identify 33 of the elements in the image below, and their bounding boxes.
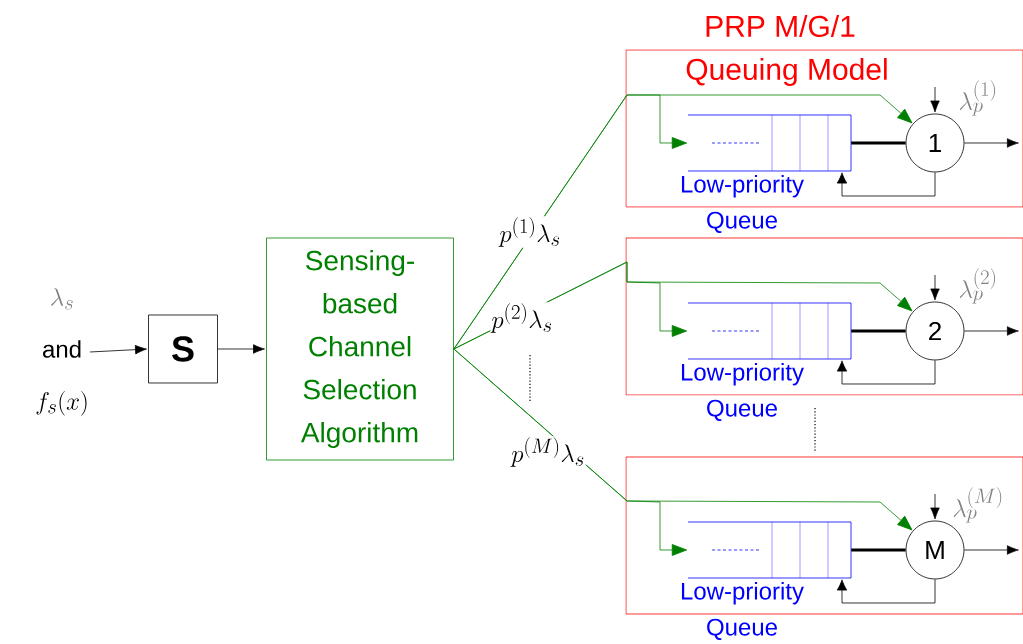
connector-line — [851, 141, 906, 145]
arrow — [930, 86, 940, 113]
queue-drawing — [687, 521, 852, 579]
queue-label: Low-priority Queue — [681, 582, 804, 640]
process-box: Sensing-based Channel Selection Algorithm — [266, 237, 454, 461]
arrow — [453, 94, 913, 350]
input-label: $\lambda_s$ and $f_s(x)$ — [36, 288, 87, 416]
feedback-arrow — [836, 579, 936, 604]
queue-label: Low-priority Queue — [681, 175, 804, 233]
queue-drawing — [687, 302, 852, 360]
arrow — [964, 138, 1019, 148]
connector-line — [851, 548, 906, 552]
arrow — [930, 493, 940, 520]
arrow — [930, 274, 940, 301]
connector-line — [851, 329, 906, 333]
queue-drawing — [687, 114, 852, 172]
arrival-rate-label: $\lambda_p^{(2)}$ — [959, 268, 996, 304]
edge-label: $p^{(M)}\lambda_s$ — [510, 436, 586, 468]
edge-label: $p^{(1)}\lambda_s$ — [498, 216, 562, 248]
edge-label: $p^{(2)}\lambda_s$ — [490, 302, 554, 334]
arrival-rate-label: $\lambda_p^{(1)}$ — [959, 80, 996, 116]
feedback-arrow — [836, 172, 936, 197]
arrival-rate-label: $\lambda_p^{(M)}$ — [953, 487, 1002, 523]
arrow — [964, 545, 1019, 555]
arrow — [89, 344, 147, 355]
process-box: S — [148, 314, 218, 384]
arrow — [964, 326, 1019, 336]
arrow — [453, 348, 913, 531]
feedback-arrow — [836, 360, 936, 385]
queue-label: Low-priority Queue — [681, 363, 804, 421]
model-title: PRP M/G/1 — [706, 15, 855, 37]
model-title: Queuing Model — [686, 58, 887, 86]
arrow — [217, 344, 265, 354]
